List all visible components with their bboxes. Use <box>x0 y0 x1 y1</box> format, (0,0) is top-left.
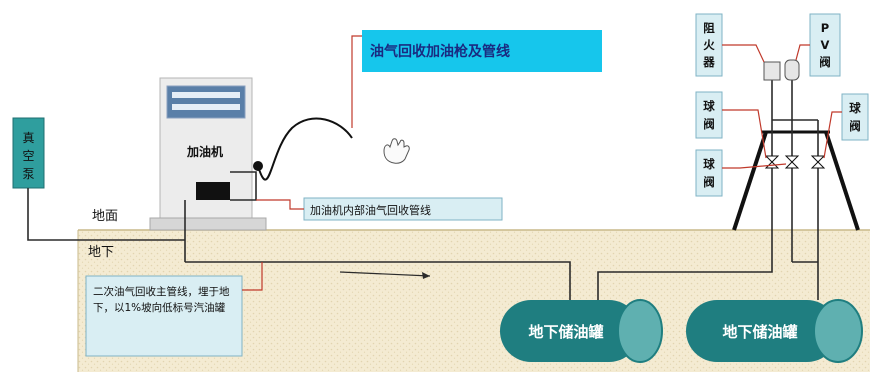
nozzle-hose <box>257 117 353 181</box>
nozzle-header-box <box>362 30 602 72</box>
dispenser-label: 加油机 <box>186 144 223 159</box>
main-pipe-note: 二次油气回收主管线，埋于地下，以1%坡向低标号汽油罐 <box>93 285 230 314</box>
vacuum-pump-label: 真空泵 <box>22 131 34 181</box>
dispenser-display-bar-1 <box>172 92 240 98</box>
ground-label: 地面 <box>92 209 118 224</box>
tank-right: 地下储油罐 <box>686 299 863 363</box>
pv-valve-device <box>784 59 800 81</box>
ball-valve-label-1: 球阀 <box>703 99 715 131</box>
ball-valve-callout-3 <box>823 111 842 159</box>
underground-label: 地下 <box>88 245 114 260</box>
vent-frame-right-leg <box>824 131 860 231</box>
ball-valve-label-2: 球阀 <box>703 157 715 189</box>
main-pipe-note-box <box>85 275 243 357</box>
flame-arrester-callout <box>722 44 765 63</box>
main-pipe-note-callout <box>242 262 263 291</box>
ball-valve-label-3: 球阀 <box>849 101 861 133</box>
ball-valve-marker-1 <box>764 155 780 169</box>
ball-valve-callout-2 <box>722 163 787 169</box>
dispenser-line-label: 加油机内部油气回收管线 <box>310 203 431 217</box>
dispenser-base <box>149 217 267 231</box>
ball-valve-marker-2 <box>784 155 800 169</box>
main-pipe <box>185 261 571 300</box>
ball-valve-box-3 <box>841 93 869 141</box>
dispenser-line-callout <box>256 199 304 210</box>
tank-left: 地下储油罐 <box>500 299 663 363</box>
ball-valve-callout-1 <box>722 109 767 159</box>
dispenser-internal-unit <box>196 182 230 200</box>
vacuum-pump-pipe <box>27 188 185 241</box>
pv-valve-callout <box>795 44 810 61</box>
ball-valve-marker-3 <box>810 155 826 169</box>
ball-valve-box-2 <box>695 149 723 197</box>
dispenser-display <box>166 85 246 119</box>
ball-valve-box-1 <box>695 91 723 139</box>
dispenser-internal-line <box>230 171 257 201</box>
flame-arrester-label: 阻火器 <box>702 21 715 69</box>
nozzle-header-text: 油气回收加油枪及管线 <box>370 43 510 60</box>
dispenser-display-bar-2 <box>172 104 240 110</box>
nozzle-hand-icon <box>383 138 410 164</box>
tank-left-label: 地下储油罐 <box>528 323 603 341</box>
flame-arrester-box <box>695 13 723 77</box>
vent-frame-left-leg <box>732 131 768 231</box>
pv-valve-box <box>809 13 841 77</box>
flow-arrow-head <box>422 272 430 279</box>
nozzle-callout <box>351 35 362 128</box>
tank-right-label: 地下储油罐 <box>722 323 797 341</box>
flow-arrow-line <box>339 271 431 277</box>
flame-arrester-device <box>763 61 781 81</box>
tank-left-riser <box>597 162 773 300</box>
vacuum-pump-box <box>12 117 45 189</box>
